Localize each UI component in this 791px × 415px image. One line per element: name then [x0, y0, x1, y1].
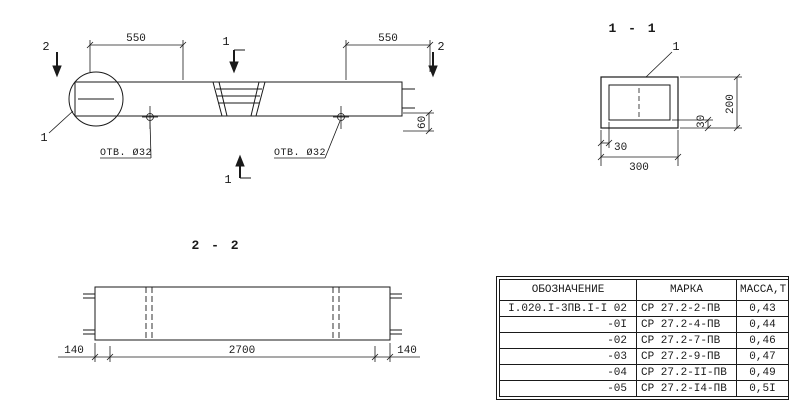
section-1-marker-bottom: 1	[224, 173, 231, 187]
dim-60: 60	[417, 116, 429, 129]
section-2-marker-left: 2	[42, 40, 49, 54]
section-1-1-dimensions	[597, 73, 742, 166]
table-cell: СР 27.2-9-ПВ	[636, 348, 737, 365]
table-cell: 0,46	[736, 332, 789, 349]
hole-right	[333, 106, 349, 129]
dim-140-right: 140	[397, 345, 417, 357]
table-cell: 0,43	[736, 300, 789, 317]
plan-outline	[94, 286, 391, 341]
section-2-2-dimensions	[58, 343, 420, 362]
dim-30-vertical: 30	[696, 115, 708, 128]
hidden-hole-lines	[145, 287, 340, 340]
dim-550-left: 550	[126, 33, 146, 45]
table-cell: 0,44	[736, 316, 789, 333]
table-cell: 0,47	[736, 348, 789, 365]
section-core	[608, 84, 671, 121]
section-1-1-view	[600, 51, 679, 129]
dim-2700: 2700	[229, 345, 255, 357]
hole-left-label: ОТВ. Ø32	[100, 147, 152, 159]
elevation-view	[48, 71, 415, 159]
table-cell: СР 27.2-II-ПВ	[636, 364, 737, 381]
beam-opening	[212, 81, 266, 117]
column-header-mark: МАРКА	[636, 279, 737, 301]
dim-300: 300	[629, 162, 649, 174]
dim-140-left: 140	[64, 345, 84, 357]
table-cell: I.020.I-3ПВ.I-I 02	[499, 300, 637, 317]
table-cell: СР 27.2-I4-ПВ	[636, 380, 737, 397]
table-cell: -05	[499, 380, 637, 397]
dim-200: 200	[725, 94, 737, 114]
dim-550-right: 550	[378, 33, 398, 45]
section-2-marker-right: 2	[437, 40, 444, 54]
table-cell: -02	[499, 332, 637, 349]
section-2-2-view	[83, 286, 402, 341]
cut-arrow-2-right	[428, 65, 438, 78]
section-cut-markers	[52, 49, 438, 179]
section-outer	[600, 76, 679, 129]
cut-arrow-1-top	[229, 61, 239, 74]
hole-right-label: ОТВ. Ø32	[274, 147, 326, 159]
leader-line	[645, 51, 673, 78]
table-cell: -04	[499, 364, 637, 381]
table-cell: 0,5I	[736, 380, 789, 397]
section-2-2-title: 2 - 2	[191, 238, 240, 253]
cut-arrow-2-left	[52, 65, 62, 78]
section-1-1-title: 1 - 1	[608, 21, 657, 36]
table-cell: СР 27.2-7-ПВ	[636, 332, 737, 349]
section-1-marker-top: 1	[222, 35, 229, 49]
table-cell: -0I	[499, 316, 637, 333]
table-cell: -03	[499, 348, 637, 365]
column-header-mass: МАССА,Т	[736, 279, 789, 301]
table-cell: СР 27.2-4-ПВ	[636, 316, 737, 333]
end-bars	[83, 293, 402, 335]
detail-circle	[68, 71, 124, 127]
dim-30-horizontal: 30	[614, 142, 627, 154]
detail-callout-label: 1	[40, 131, 47, 145]
parts-table: ОБОЗНАЧЕНИЕ МАРКА МАССА,Т I.020.I-3ПВ.I-…	[496, 276, 789, 400]
table-cell: 0,49	[736, 364, 789, 381]
table-cell: СР 27.2-2-ПВ	[636, 300, 737, 317]
elevation-dimensions	[86, 40, 434, 135]
beam-outline	[74, 81, 403, 117]
section-1-1-leader-label: 1	[672, 40, 679, 54]
cut-arrow-1-bottom	[235, 154, 245, 167]
detail-leader	[48, 110, 74, 134]
column-header-designation: ОБОЗНАЧЕНИЕ	[499, 279, 637, 301]
hole-label-leaders	[100, 120, 341, 159]
table-header-row: ОБОЗНАЧЕНИЕ МАРКА МАССА,Т	[499, 279, 789, 301]
